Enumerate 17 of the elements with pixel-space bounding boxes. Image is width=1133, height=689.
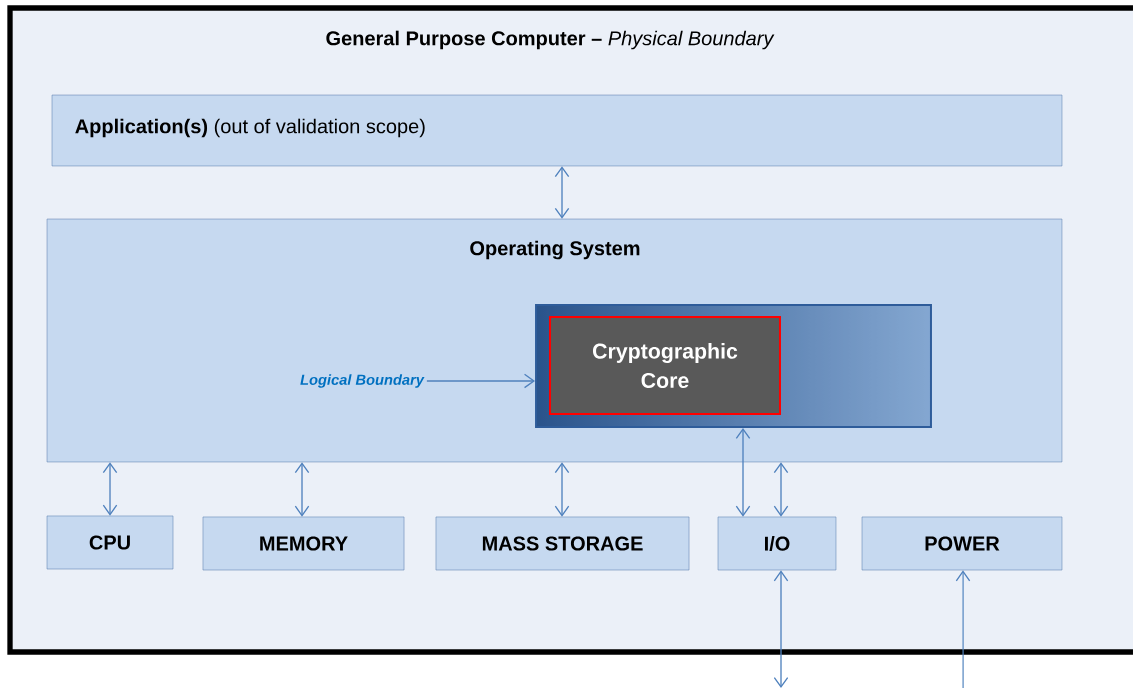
component-box: MEMORY — [202, 516, 405, 571]
arrow — [773, 570, 789, 688]
arrow — [554, 166, 570, 219]
component-box: I/O — [717, 516, 837, 571]
component-box: POWER — [861, 516, 1063, 571]
component-box: CPU — [46, 515, 174, 570]
arrow — [426, 373, 536, 389]
component-box: MASS STORAGE — [435, 516, 690, 571]
arrow — [102, 462, 118, 516]
arrow — [294, 462, 310, 517]
arrow — [735, 428, 751, 517]
core-box: Cryptographic Core — [549, 315, 781, 416]
arrow — [955, 570, 971, 689]
boundary-label: Logical Boundary — [300, 374, 425, 388]
arrow — [773, 462, 789, 517]
arrow — [554, 462, 570, 517]
application-box: Application(s) (out of validation scope) — [51, 94, 1063, 167]
